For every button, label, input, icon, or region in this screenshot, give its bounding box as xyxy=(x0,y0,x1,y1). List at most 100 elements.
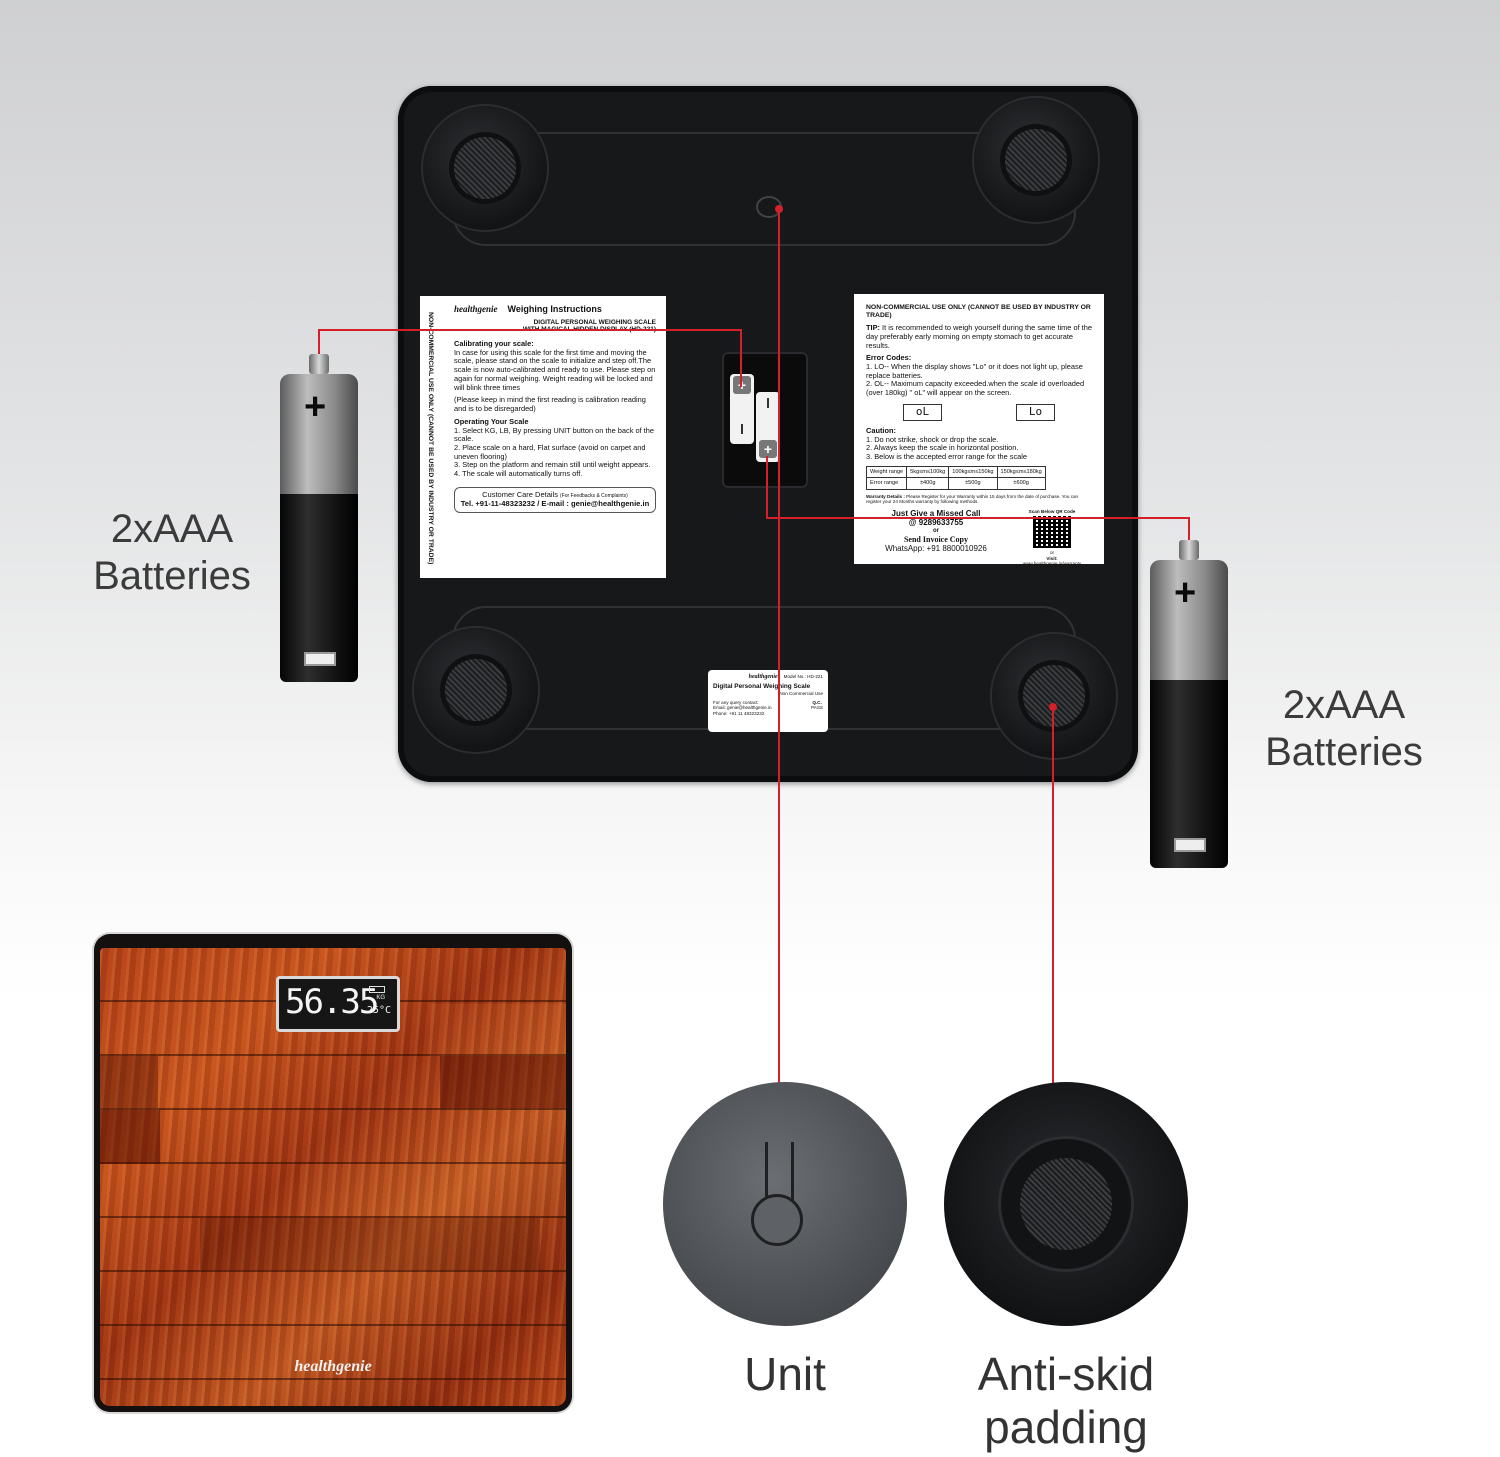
op-step-4: 4. The scale will automatically turns of… xyxy=(454,469,583,479)
caution-2: 2. Always keep the scale in horizontal p… xyxy=(866,443,1019,453)
qr-code xyxy=(1033,516,1071,549)
whatsapp: WhatsApp: +91 8800010926 xyxy=(885,544,987,554)
mini-battery-2: + xyxy=(756,392,780,462)
plus-icon: + xyxy=(304,386,327,428)
tip-text: It is recommended to weigh yourself duri… xyxy=(866,323,1092,350)
table-cell: 150kg≤m≤180kg xyxy=(996,465,1046,479)
connector-left-v xyxy=(318,329,320,357)
batteries-left-line1: 2xAAA xyxy=(110,507,234,551)
pad-textured xyxy=(1020,1158,1112,1250)
warranty-sticker: NON-COMMERCIAL USE ONLY (CANNOT BE USED … xyxy=(854,294,1104,566)
connector-pad-dot xyxy=(1049,703,1057,711)
antiskid-pad-closeup xyxy=(944,1082,1188,1326)
right-heading: NON-COMMERCIAL USE ONLY (CANNOT BE USED … xyxy=(866,304,1091,320)
mini-battery-1: + xyxy=(730,374,754,444)
connector-unit-dot xyxy=(775,205,783,213)
op-heading: Operating Your Scale xyxy=(454,416,529,426)
battery-level-icon xyxy=(369,986,385,993)
scale-back-view: + + NON-COMMERCIAL USE ONLY (CANNOT BE U… xyxy=(398,86,1138,782)
error-1: 1. LO-- When the display shows "Lo" or i… xyxy=(866,361,1083,380)
error-2: 2. OL-- Maximum capacity exceeded.when t… xyxy=(866,379,1085,398)
error-heading: Error Codes: xyxy=(866,353,912,363)
query-phone: Phone: +91 11 48323232 xyxy=(713,710,765,716)
warranty-text: Please Register for your Warranty within… xyxy=(866,494,1079,505)
calib-text: In case for using this scale for the fir… xyxy=(454,347,656,392)
table-cell: ±400g xyxy=(906,477,950,490)
query-email: Email: genie@healthgenie.in xyxy=(713,705,772,711)
batteries-label-left: 2xAAA Batteries xyxy=(66,506,278,600)
connector-left-h xyxy=(318,329,742,331)
connector-unit xyxy=(778,210,780,1120)
batteries-label-right: 2xAAA Batteries xyxy=(1238,682,1450,776)
front-scale: 56.35 KG 25°C healthgenie xyxy=(94,934,572,1412)
table-cell: Weight range xyxy=(865,465,908,479)
op-step-3: 3. Step on the platform and remain still… xyxy=(454,460,651,470)
model-sub: Non Commercial Use xyxy=(779,690,823,696)
sticker-side-note: NON-COMMERCIAL USE ONLY (CANNOT BE USED … xyxy=(427,312,435,565)
unit-caption: Unit xyxy=(744,1348,826,1400)
customer-care-box: Customer Care Details (For Feedbacks & C… xyxy=(454,486,656,513)
antiskid-caption: Anti-skid padding xyxy=(950,1348,1182,1454)
model-no: Model No.: HD-221 xyxy=(783,674,823,679)
connector-right-v xyxy=(766,456,768,518)
qc-sub: PASS xyxy=(811,705,823,711)
code-ol: oL xyxy=(902,403,943,421)
caution-3: 3. Below is the accepted error range for… xyxy=(866,452,1028,462)
caution-1: 1. Do not strike, shock or drop the scal… xyxy=(866,434,999,444)
error-range-table: Weight range 5kg≤m≤100kg 100kg≤m≤150kg 1… xyxy=(865,465,1046,490)
front-brand-logo: healthgenie xyxy=(294,1358,372,1375)
batteries-left-line2: Batteries xyxy=(93,553,251,598)
sticker-title: Weighing Instructions xyxy=(507,304,602,314)
connector-pad xyxy=(1052,708,1054,1120)
table-cell: Error range xyxy=(865,477,908,490)
plus-icon: + xyxy=(1174,572,1197,614)
caution-heading: Caution: xyxy=(866,425,896,435)
care-title: Customer Care Details xyxy=(482,489,558,499)
display-temp: 25°C xyxy=(366,1005,391,1016)
query: For any query contact: xyxy=(713,700,759,706)
code-lo: Lo xyxy=(1015,403,1056,421)
wood-surface: 56.35 KG 25°C healthgenie xyxy=(100,948,566,1406)
batteries-right-line2: Batteries xyxy=(1265,729,1423,774)
or-1: or xyxy=(933,527,939,534)
brand-logo: healthgenie xyxy=(454,304,498,314)
product-line1: DIGITAL PERSONAL WEIGHING SCALE xyxy=(533,318,656,326)
foot-top-right xyxy=(974,98,1098,222)
unit-button[interactable] xyxy=(751,1194,803,1246)
qc-label: Q.C. xyxy=(812,700,822,706)
visit: Visit: xyxy=(1046,555,1058,561)
batteries-right-line1: 2xAAA xyxy=(1282,683,1406,727)
or-2: or xyxy=(1049,550,1055,556)
missed-call: Just Give a Missed Call xyxy=(891,508,981,518)
scan-label: Scan Below QR Code xyxy=(1028,508,1076,514)
connector-left-v2 xyxy=(740,329,742,387)
foot-bottom-left xyxy=(414,628,538,752)
instructions-sticker: NON-COMMERCIAL USE ONLY (CANNOT BE USED … xyxy=(420,296,666,578)
tip-label: TIP: xyxy=(866,323,880,333)
care-sub: (For Feedbacks & Complaints) xyxy=(560,492,628,499)
battery-compartment[interactable]: + + xyxy=(722,352,808,488)
care-contact: Tel. +91-11-48323232 / E-mail : genie@he… xyxy=(460,498,650,508)
model-sticker: healthgenie Model No.: HD-221 Digital Pe… xyxy=(708,670,828,732)
foot-bottom-right xyxy=(992,634,1116,758)
antiskid-line1: Anti-skid xyxy=(977,1348,1155,1400)
table-cell: 5kg≤m≤100kg xyxy=(906,465,950,479)
missed-call-number: @ 9289633755 xyxy=(908,518,964,528)
table-cell: 100kg≤m≤150kg xyxy=(948,465,998,479)
unit-slot-left xyxy=(765,1142,768,1202)
display-value: 56.35 xyxy=(285,982,379,1022)
op-step-2: 2. Place scale on a hard, Flat surface (… xyxy=(454,443,646,461)
table-cell: ±500g xyxy=(948,477,998,490)
battery-left: + xyxy=(280,354,358,686)
warranty-label: Warranty Details : xyxy=(866,494,905,499)
connector-right-h xyxy=(766,517,1190,519)
small-brand: healthgenie xyxy=(748,674,778,680)
battery-right: + xyxy=(1150,540,1228,872)
calib-note: (Please keep in mind the first reading i… xyxy=(454,395,646,414)
table-cell: ±600g xyxy=(996,477,1046,490)
foot-top-left xyxy=(423,106,547,230)
model-title: Digital Personal Weighing Scale xyxy=(713,683,811,691)
unit-slot-right xyxy=(791,1142,794,1202)
unit-button-closeup xyxy=(663,1082,907,1326)
invoice: Send Invoice Copy xyxy=(903,534,968,544)
